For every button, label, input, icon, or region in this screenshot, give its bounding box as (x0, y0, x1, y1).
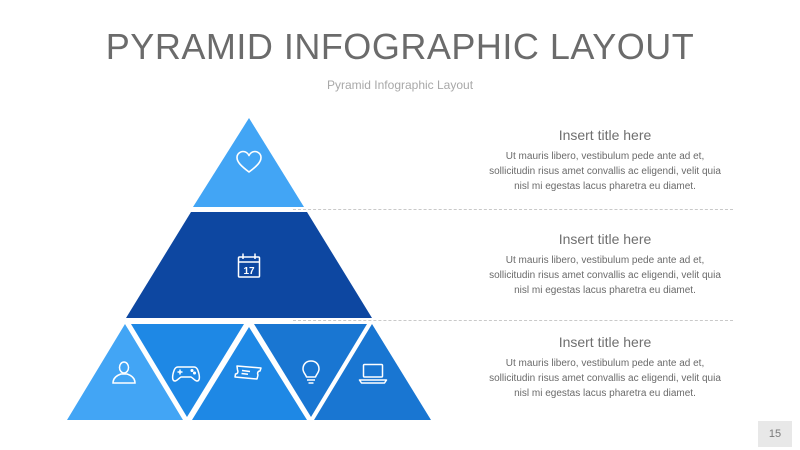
calendar-icon (237, 253, 261, 278)
pyramid-tier-top (193, 118, 304, 207)
user-icon (112, 361, 136, 384)
calendar-number: 17 (243, 266, 255, 277)
separator-line (293, 320, 733, 321)
heart-icon (236, 150, 262, 173)
text-block-1: Insert title here Ut mauris libero, vest… (485, 127, 725, 194)
page-subtitle: Pyramid Infographic Layout (326, 78, 474, 92)
pyramid-bottom-segment-2 (131, 324, 244, 417)
laptop-icon (358, 363, 388, 384)
pyramid-tier-middle (126, 212, 372, 318)
text-block-title: Insert title here (558, 127, 652, 143)
text-block-body: Ut mauris libero, vestibulum pede ante a… (489, 255, 721, 296)
page-number: 15 (758, 421, 792, 447)
ticket-icon (234, 365, 262, 380)
text-block-3: Insert title here Ut mauris libero, vest… (485, 334, 725, 401)
text-block-body: Ut mauris libero, vestibulum pede ante a… (489, 358, 721, 399)
pyramid-bottom-segment-5 (314, 324, 431, 420)
lightbulb-icon (302, 360, 320, 384)
pyramid-bottom-segment-3 (192, 327, 307, 420)
gamepad-icon (171, 366, 201, 382)
text-block-2: Insert title here Ut mauris libero, vest… (485, 231, 725, 298)
pyramid-bottom-segment-4 (254, 324, 367, 417)
separator-line (293, 209, 733, 210)
text-block-title: Insert title here (558, 231, 652, 247)
text-block-title: Insert title here (558, 334, 652, 350)
page-title: PYRAMID INFOGRAPHIC LAYOUT (105, 26, 695, 67)
pyramid-bottom-segment-1 (67, 324, 183, 420)
text-block-body: Ut mauris libero, vestibulum pede ante a… (489, 151, 721, 192)
